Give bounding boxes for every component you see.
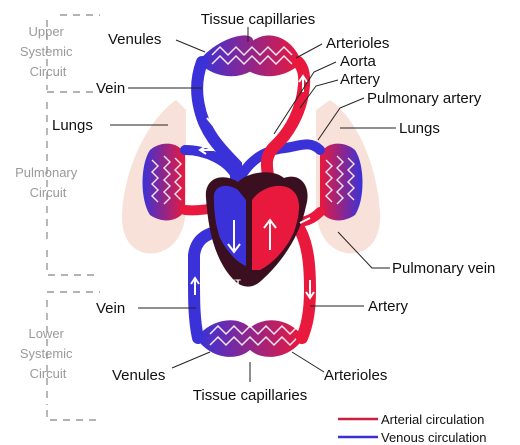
lungs-right-label: Lungs <box>399 120 440 137</box>
right-heart-line-2: HEART <box>213 289 245 299</box>
vein-top-label: Vein <box>96 80 125 97</box>
upper-circuit-label: Upper Systemic Circuit <box>20 24 76 79</box>
venules-bottom-label: Venules <box>112 367 165 384</box>
upper-circuit-line-3: Circuit <box>30 64 67 79</box>
venules-top-label: Venules <box>108 31 161 48</box>
artery-top-label: Artery <box>340 71 381 88</box>
left-heart-label: LEFT HEART <box>261 278 293 299</box>
upper-circuit-line-2: Systemic <box>20 44 73 59</box>
heart <box>206 172 308 286</box>
pulmonary-circuit-line-1: Pulmonary <box>15 165 78 180</box>
tissue-capillaries-bottom-label: Tissue capillaries <box>193 387 308 404</box>
right-lung-capillaries <box>320 144 363 221</box>
pulmonary-circuit-label: Pulmonary Circuit <box>15 165 81 200</box>
lower-circuit-line-3: Circuit <box>30 366 67 381</box>
aorta-label: Aorta <box>340 53 377 70</box>
lower-circuit-line-1: Lower <box>28 326 64 341</box>
right-heart-label: RIGHT HEART <box>213 278 245 299</box>
artery-bottom-label: Artery <box>368 298 409 315</box>
left-heart-line-1: LEFT <box>263 278 286 288</box>
vein-bottom-label: Vein <box>96 300 125 317</box>
lungs-left-label: Lungs <box>52 117 93 134</box>
pulmonary-circuit-line-2: Circuit <box>30 185 67 200</box>
upper-capillary-bed <box>200 37 300 75</box>
tissue-capillaries-top-label: Tissue capillaries <box>201 11 316 28</box>
legend-label-venous: Venous circulation <box>381 430 487 445</box>
upper-circuit-line-1: Upper <box>28 24 64 39</box>
arterioles-bottom-label: Arterioles <box>324 367 387 384</box>
pulmonary-vein-label: Pulmonary vein <box>392 260 495 277</box>
lower-circuit-label: Lower Systemic Circuit <box>20 326 76 381</box>
legend-label-arterial: Arterial circulation <box>381 412 484 427</box>
left-heart-line-2: HEART <box>261 289 293 299</box>
arterioles-top-label: Arterioles <box>326 35 389 52</box>
lower-capillary-bed <box>198 322 302 356</box>
legend: Arterial circulation Venous circulation <box>338 412 487 445</box>
lower-circuit-line-2: Systemic <box>20 346 73 361</box>
left-lung-capillaries <box>143 144 186 221</box>
right-heart-line-1: RIGHT <box>213 278 242 288</box>
pulmonary-artery-label: Pulmonary artery <box>367 90 482 107</box>
